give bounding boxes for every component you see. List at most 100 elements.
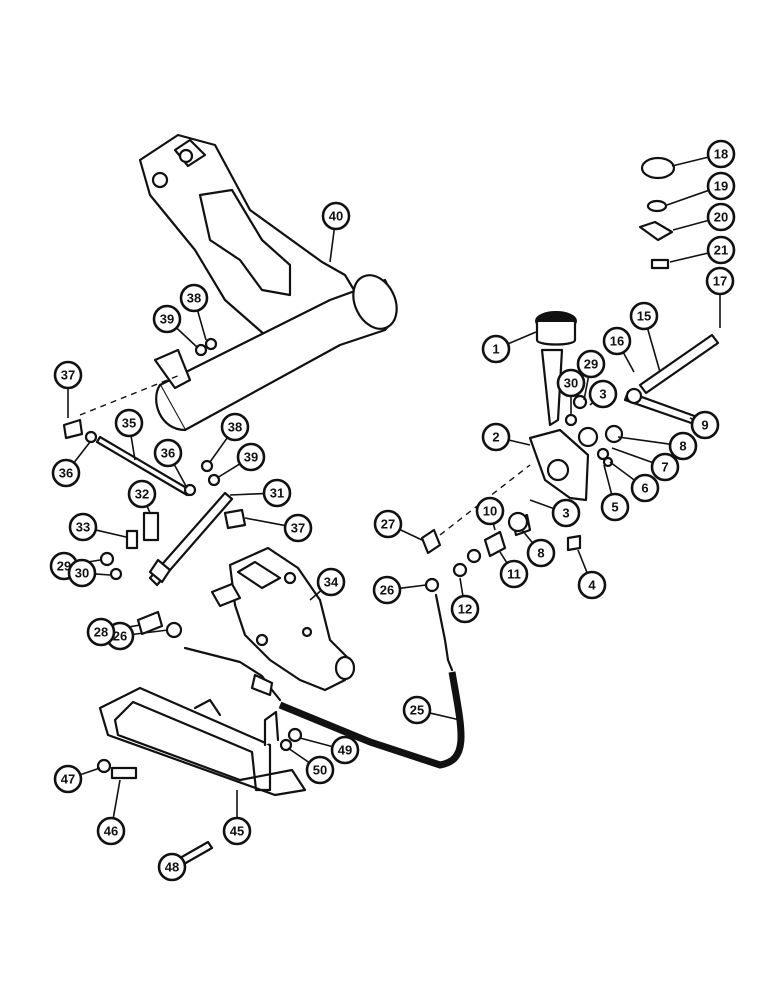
leader-line: [94, 573, 111, 576]
callout-37: 37: [53, 360, 83, 390]
callout-21: 21: [706, 235, 736, 265]
callout-number: 4: [588, 578, 596, 593]
callout-number: 36: [161, 446, 175, 461]
leader-line: [666, 189, 710, 206]
callout-circle: [53, 764, 83, 794]
callout-circle: [51, 458, 81, 488]
callout-circle: [706, 139, 736, 169]
pivot-bracket: [138, 133, 398, 432]
callout-number: 15: [637, 309, 651, 324]
leader-line: [499, 551, 508, 564]
control-lever: [528, 311, 590, 502]
callout-circle: [86, 617, 116, 647]
callout-37: 37: [283, 513, 313, 543]
callout-38: 38: [220, 412, 250, 442]
callout-number: 8: [537, 546, 544, 561]
callout-number: 29: [57, 559, 71, 574]
leader-line: [529, 499, 555, 510]
callout-number: 6: [641, 481, 648, 496]
callout-circle: [526, 538, 556, 568]
callout-46: 46: [96, 816, 126, 846]
callout-circle: [321, 201, 351, 231]
callout-number: 33: [76, 520, 90, 535]
callout-number: 2: [492, 430, 499, 445]
callout-circle: [577, 570, 607, 600]
callout-19: 19: [706, 171, 736, 201]
callout-number: 34: [324, 575, 339, 590]
callout-number: 12: [458, 602, 472, 617]
callout-20: 20: [706, 202, 736, 232]
callout-4: 4: [577, 570, 607, 600]
callout-35: 35: [114, 408, 144, 438]
assembly-lines: [79, 374, 531, 536]
callout-number: 45: [230, 824, 244, 839]
callout-45: 45: [222, 816, 252, 846]
leader-line: [216, 463, 241, 479]
callout-circle: [650, 452, 680, 482]
callout-36: 36: [51, 458, 81, 488]
callout-number: 50: [313, 763, 327, 778]
callout-number: 29: [584, 357, 598, 372]
callout-circle: [330, 735, 360, 765]
callout-number: 10: [483, 504, 497, 519]
callout-number: 21: [714, 243, 728, 258]
callout-circle: [157, 852, 187, 882]
callout-8: 8: [668, 431, 698, 461]
callout-29: 29: [576, 349, 606, 379]
callout-circle: [220, 412, 250, 442]
callout-circle: [114, 408, 144, 438]
callout-17: 17: [705, 266, 735, 296]
callout-number: 38: [187, 291, 201, 306]
leader-line: [521, 529, 534, 544]
callout-number: 3: [599, 387, 606, 402]
leader-line: [329, 228, 336, 263]
callout-circle: [96, 816, 126, 846]
leader-line: [671, 156, 709, 167]
leader-line: [669, 252, 709, 263]
control-valve: [210, 546, 356, 692]
callout-circle: [316, 567, 346, 597]
callout-9: 9: [690, 410, 720, 440]
callout-circle: [481, 422, 511, 452]
leader-line: [73, 441, 91, 464]
callout-11: 11: [499, 559, 529, 589]
leader-line: [399, 528, 423, 541]
callout-circle: [600, 492, 630, 522]
callout-circle: [475, 496, 505, 526]
callout-3: 3: [588, 379, 618, 409]
callout-48: 48: [157, 852, 187, 882]
leader-line: [507, 331, 537, 345]
callout-number: 39: [244, 450, 258, 465]
leader-line: [459, 577, 464, 597]
callout-circle: [499, 559, 529, 589]
callout-circle: [262, 478, 292, 508]
callout-30: 30: [556, 368, 586, 398]
callout-32: 32: [127, 479, 157, 509]
leader-line: [577, 549, 588, 574]
callout-number: 1: [492, 342, 499, 357]
leader-line: [429, 712, 461, 721]
callout-circle: [127, 479, 157, 509]
callout-circle: [450, 594, 480, 624]
callout-number: 46: [104, 824, 118, 839]
callout-number: 5: [611, 500, 618, 515]
callout-number: 18: [714, 147, 728, 162]
callout-38: 38: [179, 283, 209, 313]
callout-number: 30: [75, 566, 89, 581]
callout-47: 47: [53, 764, 83, 794]
callout-number: 26: [380, 583, 394, 598]
callout-2: 2: [481, 422, 511, 452]
callout-5: 5: [600, 492, 630, 522]
callout-15: 15: [629, 301, 659, 331]
callout-39: 39: [236, 442, 266, 472]
callout-number: 27: [381, 517, 395, 532]
callout-10: 10: [475, 496, 505, 526]
callout-number: 36: [59, 466, 73, 481]
callout-number: 37: [61, 368, 75, 383]
callout-18: 18: [706, 139, 736, 169]
leader-line: [287, 747, 310, 764]
leader-line: [646, 328, 661, 373]
callout-circle: [402, 695, 432, 725]
leader-line: [583, 376, 590, 401]
callout-circle: [373, 509, 403, 539]
